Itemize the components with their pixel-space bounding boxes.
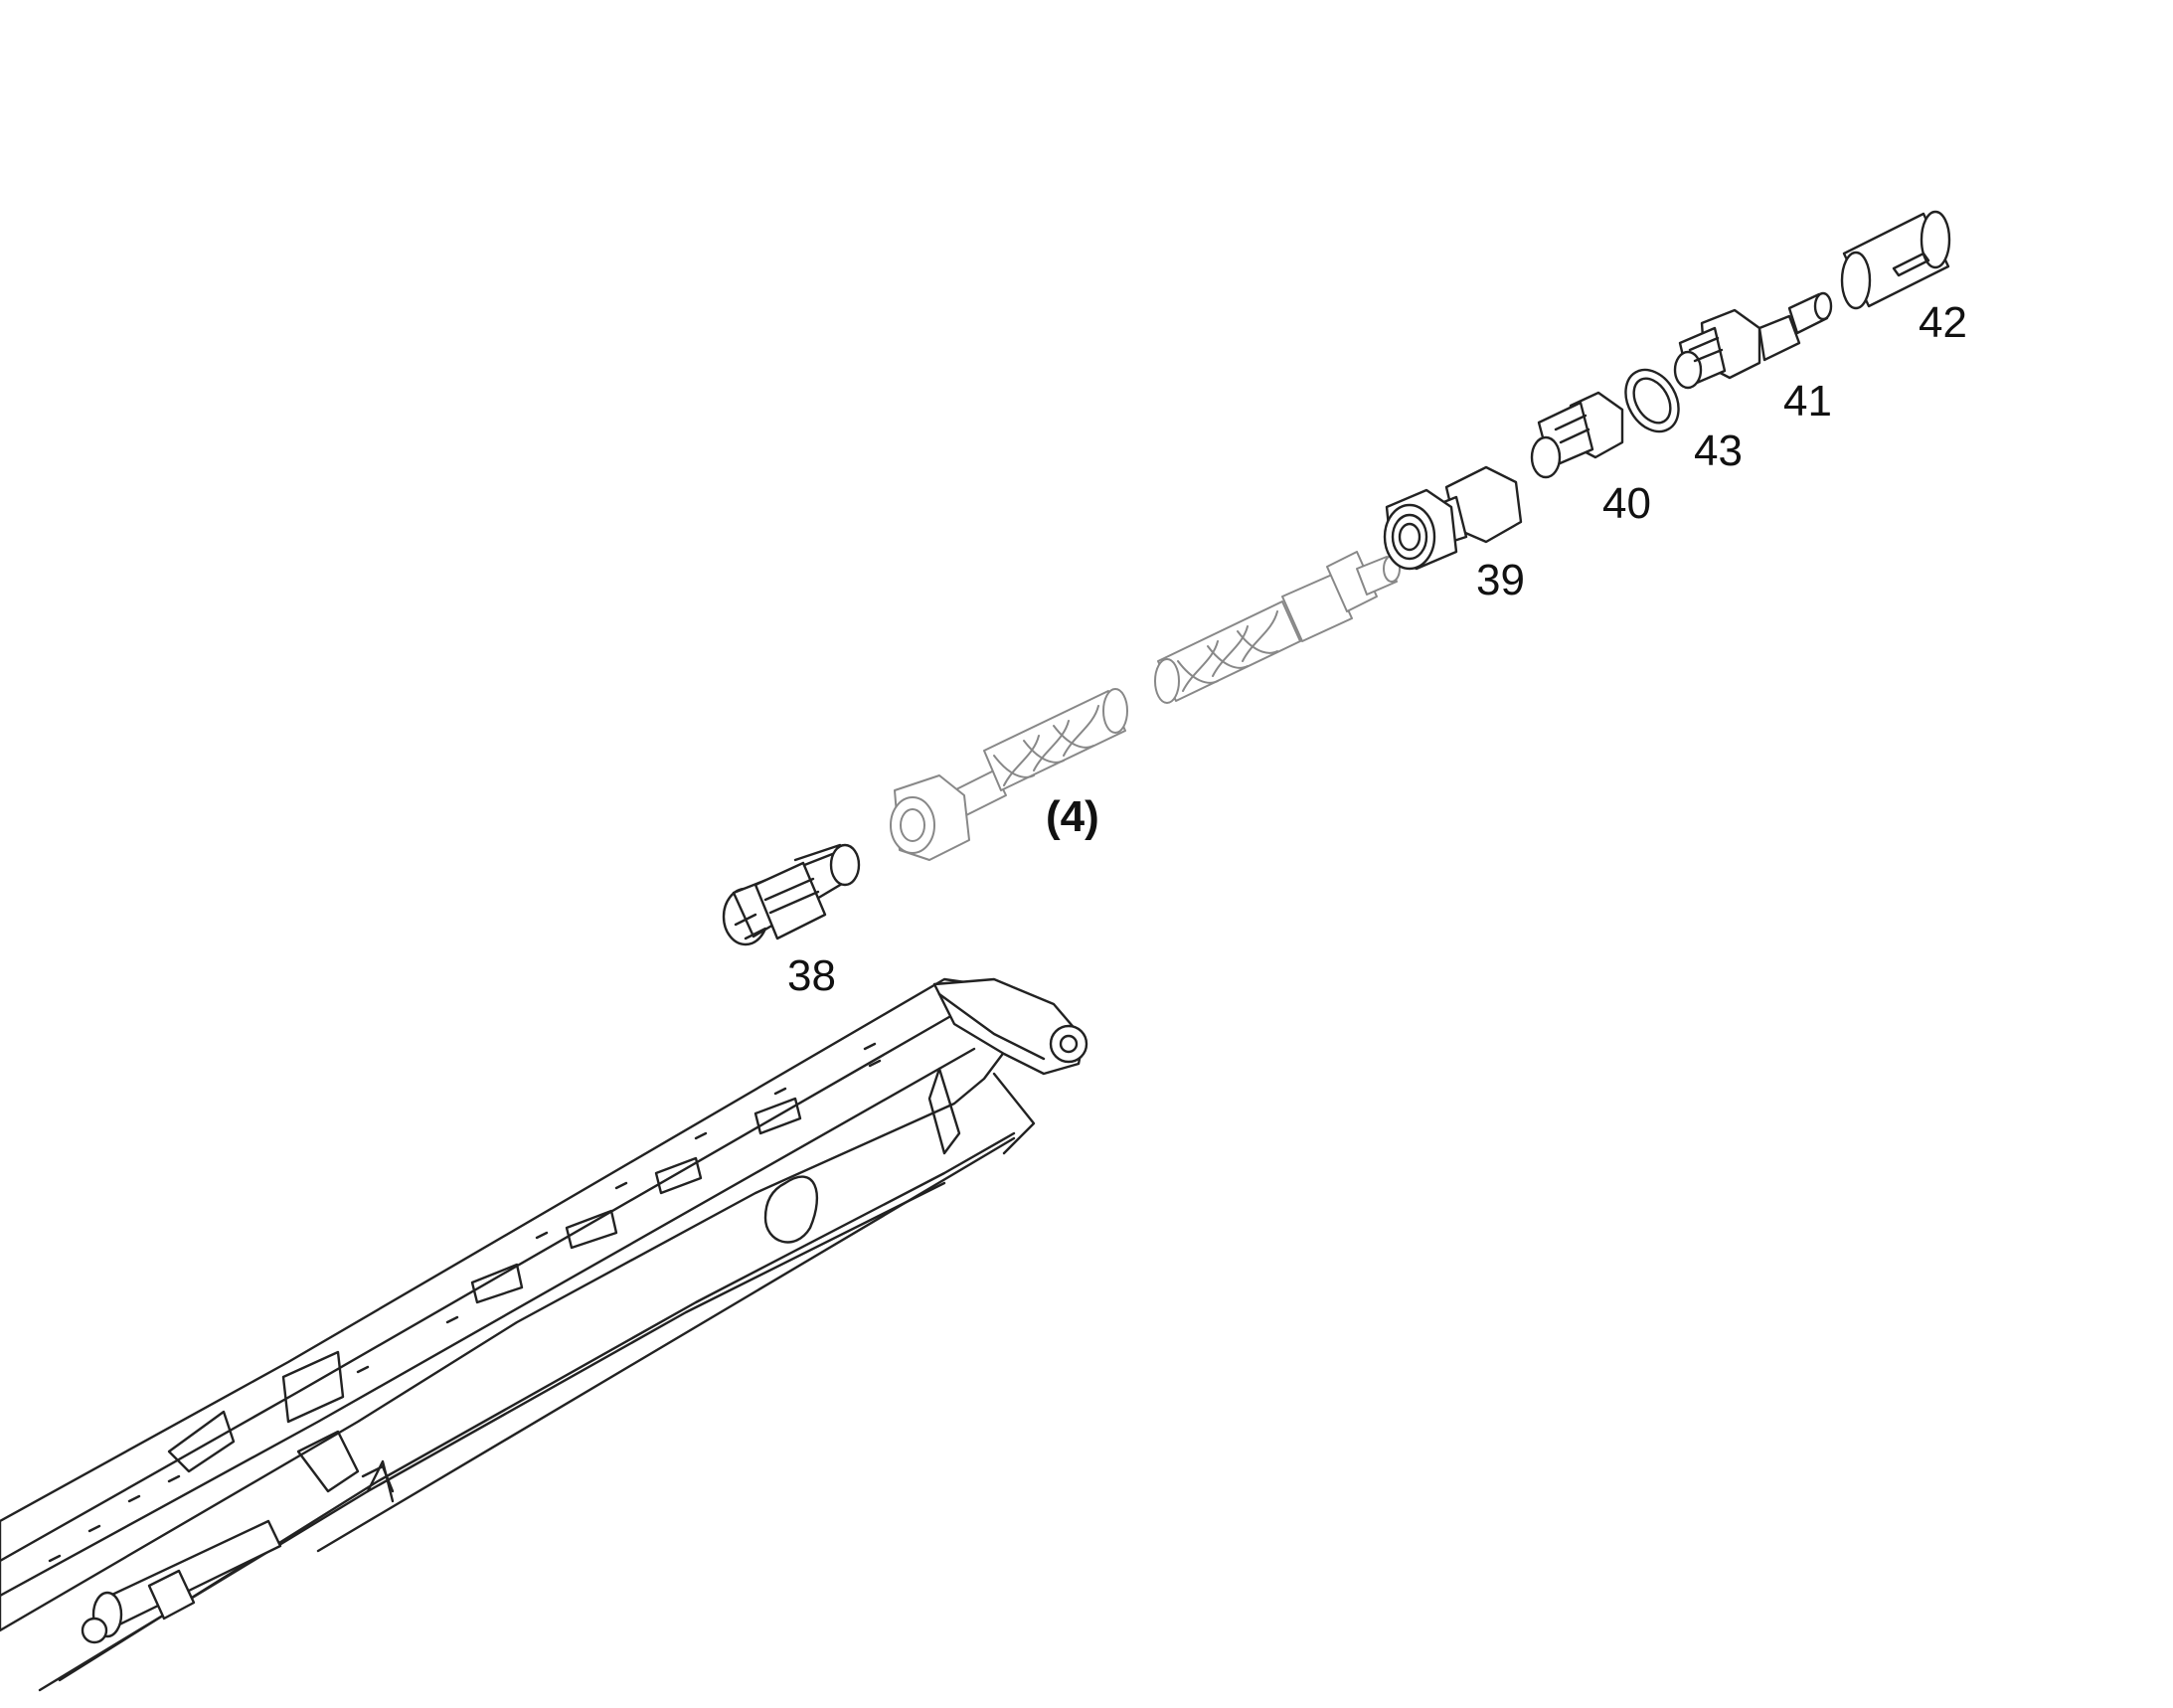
callout-43: 43 bbox=[1694, 427, 1743, 475]
callout-41: 41 bbox=[1783, 377, 1832, 426]
callout-38: 38 bbox=[787, 951, 836, 1000]
nut-fitting bbox=[1383, 465, 1523, 571]
adapter bbox=[1530, 391, 1624, 479]
callout-42: 42 bbox=[1919, 298, 1967, 347]
callout-40: 40 bbox=[1602, 479, 1651, 528]
fitting bbox=[722, 843, 861, 946]
callout-4: (4) bbox=[1046, 792, 1099, 841]
coupling bbox=[1673, 291, 1833, 390]
o-ring-seal bbox=[1624, 368, 1680, 433]
boom-arm bbox=[0, 977, 1088, 1692]
sleeve bbox=[1840, 210, 1951, 310]
hose-assembly bbox=[890, 551, 1401, 861]
callout-39: 39 bbox=[1476, 556, 1525, 604]
